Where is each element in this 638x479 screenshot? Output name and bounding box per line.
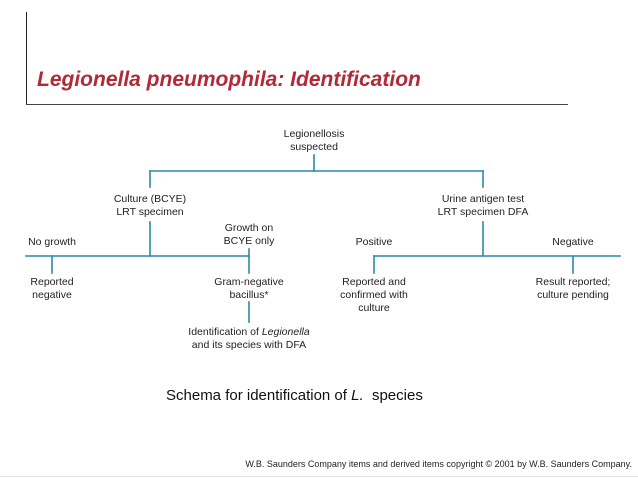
node-urine-antigen-test: Urine antigen test LRT specimen DFA: [437, 193, 529, 218]
node-negative: Negative: [552, 236, 594, 248]
node-no-growth: No growth: [28, 236, 76, 248]
node-reported-negative: Reported negative: [30, 276, 74, 301]
slide-title: Legionella pneumophila: Identification: [37, 68, 421, 91]
node-gram-negative-bacillus: Gram-negative bacillus*: [214, 276, 284, 301]
title-horizontal-rule: [26, 104, 568, 105]
node-positive: Positive: [355, 236, 393, 248]
copyright-notice: W.B. Saunders Company items and derived …: [245, 459, 632, 469]
figure-caption: Schema for identification of L. species: [166, 387, 423, 404]
node-culture: Culture (BCYE) LRT specimen: [113, 193, 187, 218]
node-reported-and-confirmed: Reported and confirmed with culture: [340, 276, 408, 314]
identification-line-1: Identification of Legionella: [188, 326, 310, 338]
node-growth-on-bcye: Growth on BCYE only: [223, 222, 275, 247]
identification-line-2: and its species with DFA: [191, 339, 307, 351]
node-legionellosis-suspected: Legionellosis suspected: [283, 128, 345, 153]
node-result-reported: Result reported; culture pending: [535, 276, 611, 301]
footer-rule: [0, 476, 638, 477]
title-vertical-rule: [26, 12, 27, 105]
node-identification: Identification of Legionella and its spe…: [188, 326, 309, 352]
